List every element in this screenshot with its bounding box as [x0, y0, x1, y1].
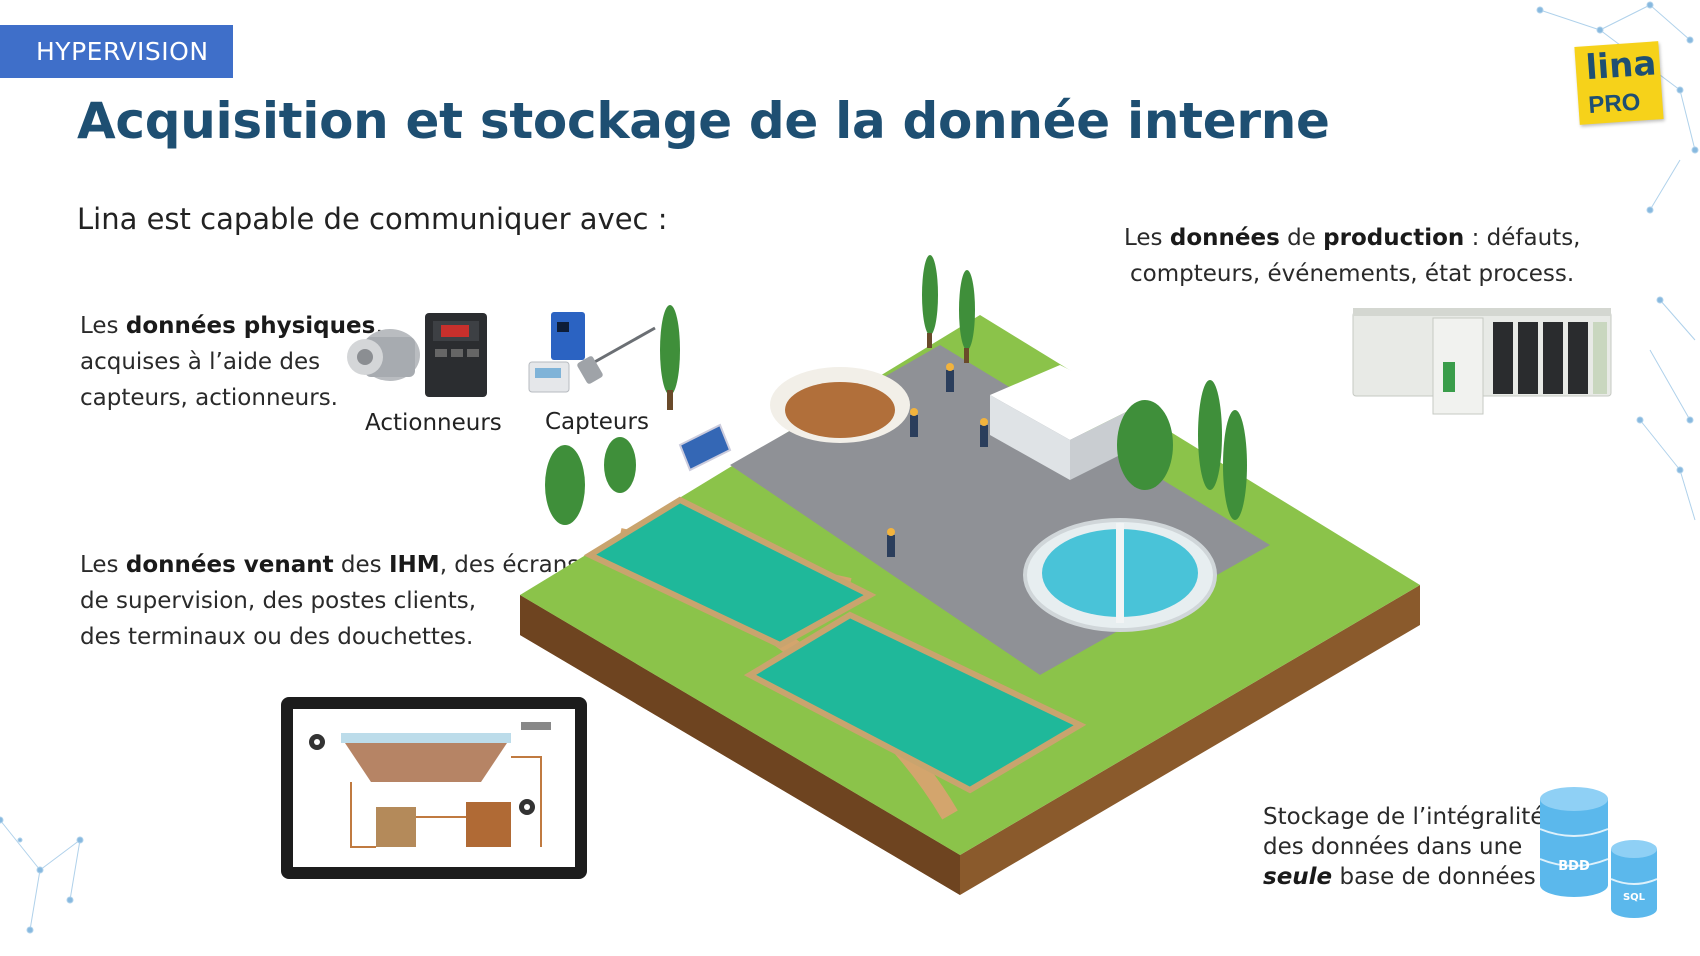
- actuator-image: [347, 313, 487, 397]
- gear-icon: [309, 734, 535, 815]
- ihm-line-3: des terminaux ou des douchettes.: [80, 624, 474, 650]
- caption-sensors: Capteurs: [545, 409, 649, 435]
- pond-2: [743, 611, 1087, 794]
- production-data-text: Les données de production : défauts, com…: [1124, 220, 1580, 292]
- supervision-tablet: [281, 697, 587, 879]
- caption-actuators: Actionneurs: [365, 410, 502, 436]
- ihm-data-text: Les données venant des IHM, des écrans d…: [80, 547, 579, 655]
- logo-text-lina: lina: [1584, 43, 1658, 89]
- logo-text-pro: PRO: [1587, 88, 1642, 120]
- storage-line-1: Stockage de l’intégralité: [1263, 804, 1545, 830]
- storage-line-2: des données dans une: [1263, 834, 1523, 860]
- pond-1: [583, 496, 877, 649]
- section-tag: HYPERVISION: [0, 25, 233, 78]
- physical-data-text: Les données physiques, acquises à l’aide…: [80, 308, 383, 416]
- storage-text: Stockage de l’intégralité des données da…: [1263, 802, 1544, 892]
- physical-line-1: Les données physiques,: [80, 313, 383, 339]
- storage-line-3: seule base de données: [1263, 864, 1536, 890]
- sensor-image: [528, 312, 656, 393]
- database-icon: BDD SQL: [1539, 787, 1658, 918]
- production-line-1: Les données de production : défauts,: [1124, 225, 1581, 251]
- production-line-2: compteurs, événements, état process.: [1130, 261, 1575, 287]
- physical-line-3: capteurs, actionneurs.: [80, 385, 338, 411]
- physical-line-2: acquises à l’aide des: [80, 349, 321, 375]
- water-treatment-plant-illustration: [520, 255, 1420, 895]
- lina-pro-logo: lina PRO: [1574, 41, 1664, 125]
- intro-text: Lina est capable de communiquer avec :: [77, 202, 668, 236]
- page-title: Acquisition et stockage de la donnée int…: [77, 92, 1330, 150]
- db-label-large: BDD: [1558, 859, 1590, 874]
- ihm-line-2: de supervision, des postes clients,: [80, 588, 477, 614]
- ihm-line-1: Les données venant des IHM, des écrans: [80, 552, 580, 578]
- plc-controller-image: [1352, 308, 1612, 415]
- db-label-small: SQL: [1623, 892, 1646, 903]
